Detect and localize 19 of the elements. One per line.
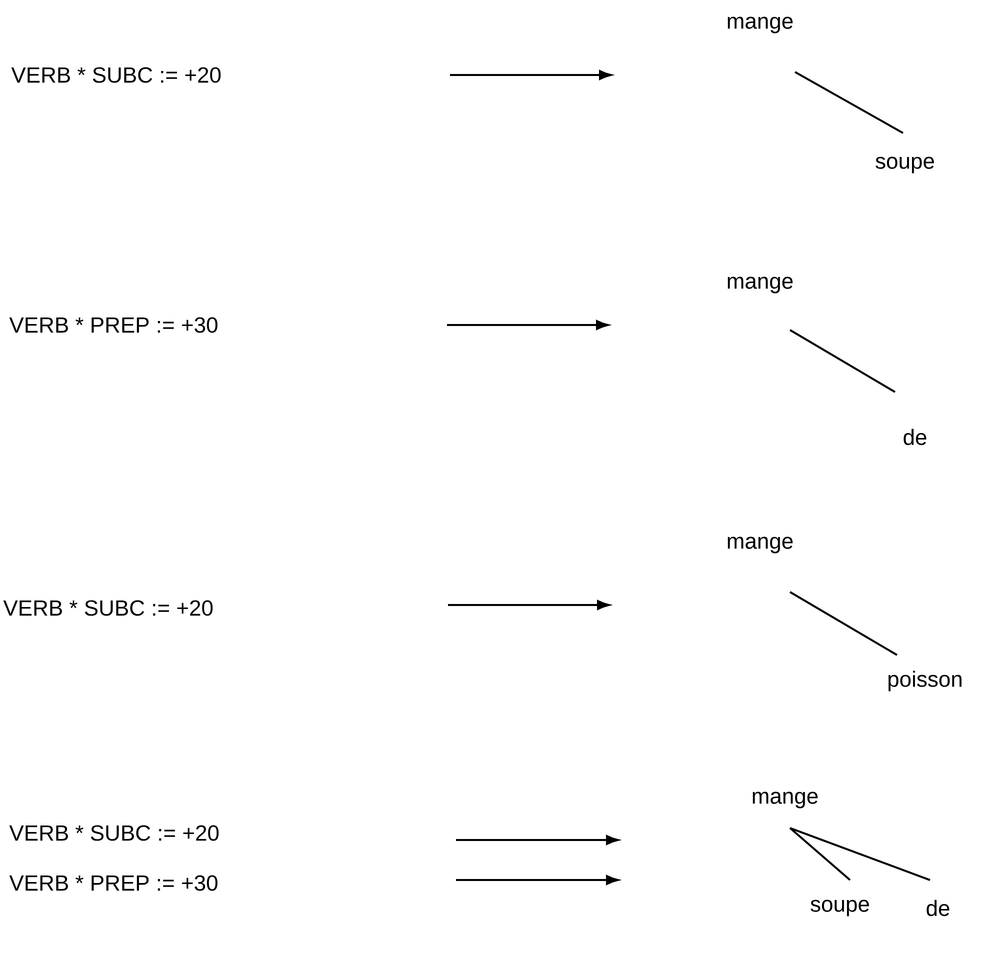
tree-branch xyxy=(789,827,851,881)
tree-branch xyxy=(794,71,904,134)
rule-text: VERB * PREP := +30 xyxy=(9,317,218,333)
rule-text: VERB * PREP := +30 xyxy=(9,875,218,891)
rule-text: VERB * SUBC := +20 xyxy=(9,825,219,841)
tree-branch xyxy=(790,329,896,393)
word-label: mange xyxy=(728,276,793,294)
word-label: soupe xyxy=(810,900,869,916)
word-label: soupe xyxy=(876,156,934,174)
word-label: de xyxy=(926,900,950,916)
word-label: mange xyxy=(728,536,793,554)
tree-branch xyxy=(790,591,898,656)
word-label: mange xyxy=(728,16,793,34)
word-label: de xyxy=(904,428,926,446)
rule-text: VERB * SUBC := +20 xyxy=(3,600,213,616)
tree-branch xyxy=(790,827,930,881)
rule-text: VERB * SUBC := +20 xyxy=(11,67,221,83)
word-label: mange xyxy=(752,792,818,808)
word-label: poisson xyxy=(888,670,962,692)
